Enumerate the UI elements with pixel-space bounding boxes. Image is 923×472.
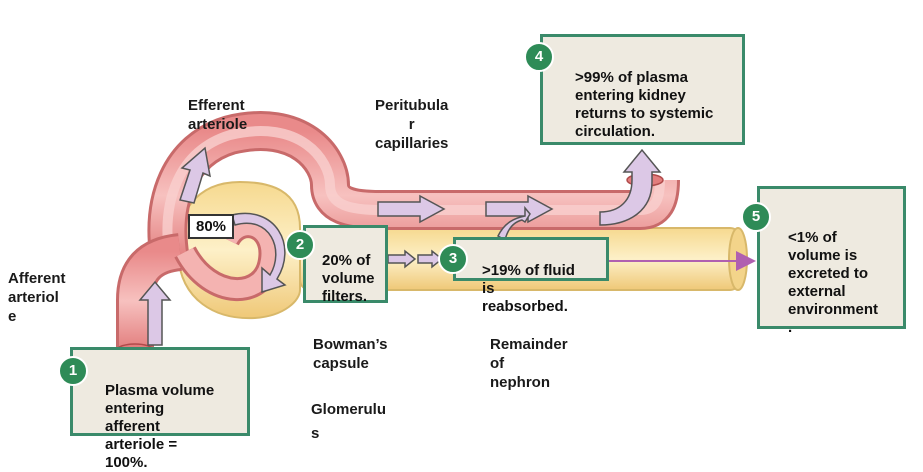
step-1-box: Plasma volume entering afferent arteriol… — [70, 347, 250, 471]
step-3-badge: 3 — [438, 244, 468, 274]
flow-arrows — [138, 146, 662, 346]
step-5-badge: 5 — [741, 202, 771, 232]
step-4-box: >99% of plasma entering kidney returns t… — [540, 34, 745, 145]
peritubular-capillaries-label: Peritubula r capillaries — [375, 97, 449, 152]
step-4-badge: 4 — [524, 42, 554, 72]
bowmans-capsule-label: Bowman’s capsule — [313, 336, 388, 372]
step-3-box: >19% of fluid is reabsorbed. — [453, 237, 609, 315]
glomerulus-label: Glomerulu s — [311, 401, 387, 442]
step-1-badge: 1 — [58, 356, 88, 386]
remainder-of-nephron-label: Remainder of nephron — [490, 336, 568, 391]
step-3-text: >19% of fluid is reabsorbed. — [482, 262, 575, 315]
step-4-text: >99% of plasma entering kidney returns t… — [575, 69, 714, 140]
afferent-arteriole-label: Afferent arteriol e — [8, 270, 66, 325]
step-2-box: 20% of volume filters. — [303, 225, 388, 305]
efferent-arteriole-label: Efferent arteriole — [188, 97, 248, 133]
kidney-filtration-diagram — [116, 111, 756, 357]
step-5-box: <1% of volume is excreted to external en… — [757, 186, 906, 336]
step-2-text: 20% of volume filters. — [322, 252, 375, 305]
percent-tag: 80% — [188, 214, 235, 239]
step-5-text: <1% of volume is excreted to external en… — [788, 229, 879, 336]
step-2-badge: 2 — [285, 230, 315, 260]
